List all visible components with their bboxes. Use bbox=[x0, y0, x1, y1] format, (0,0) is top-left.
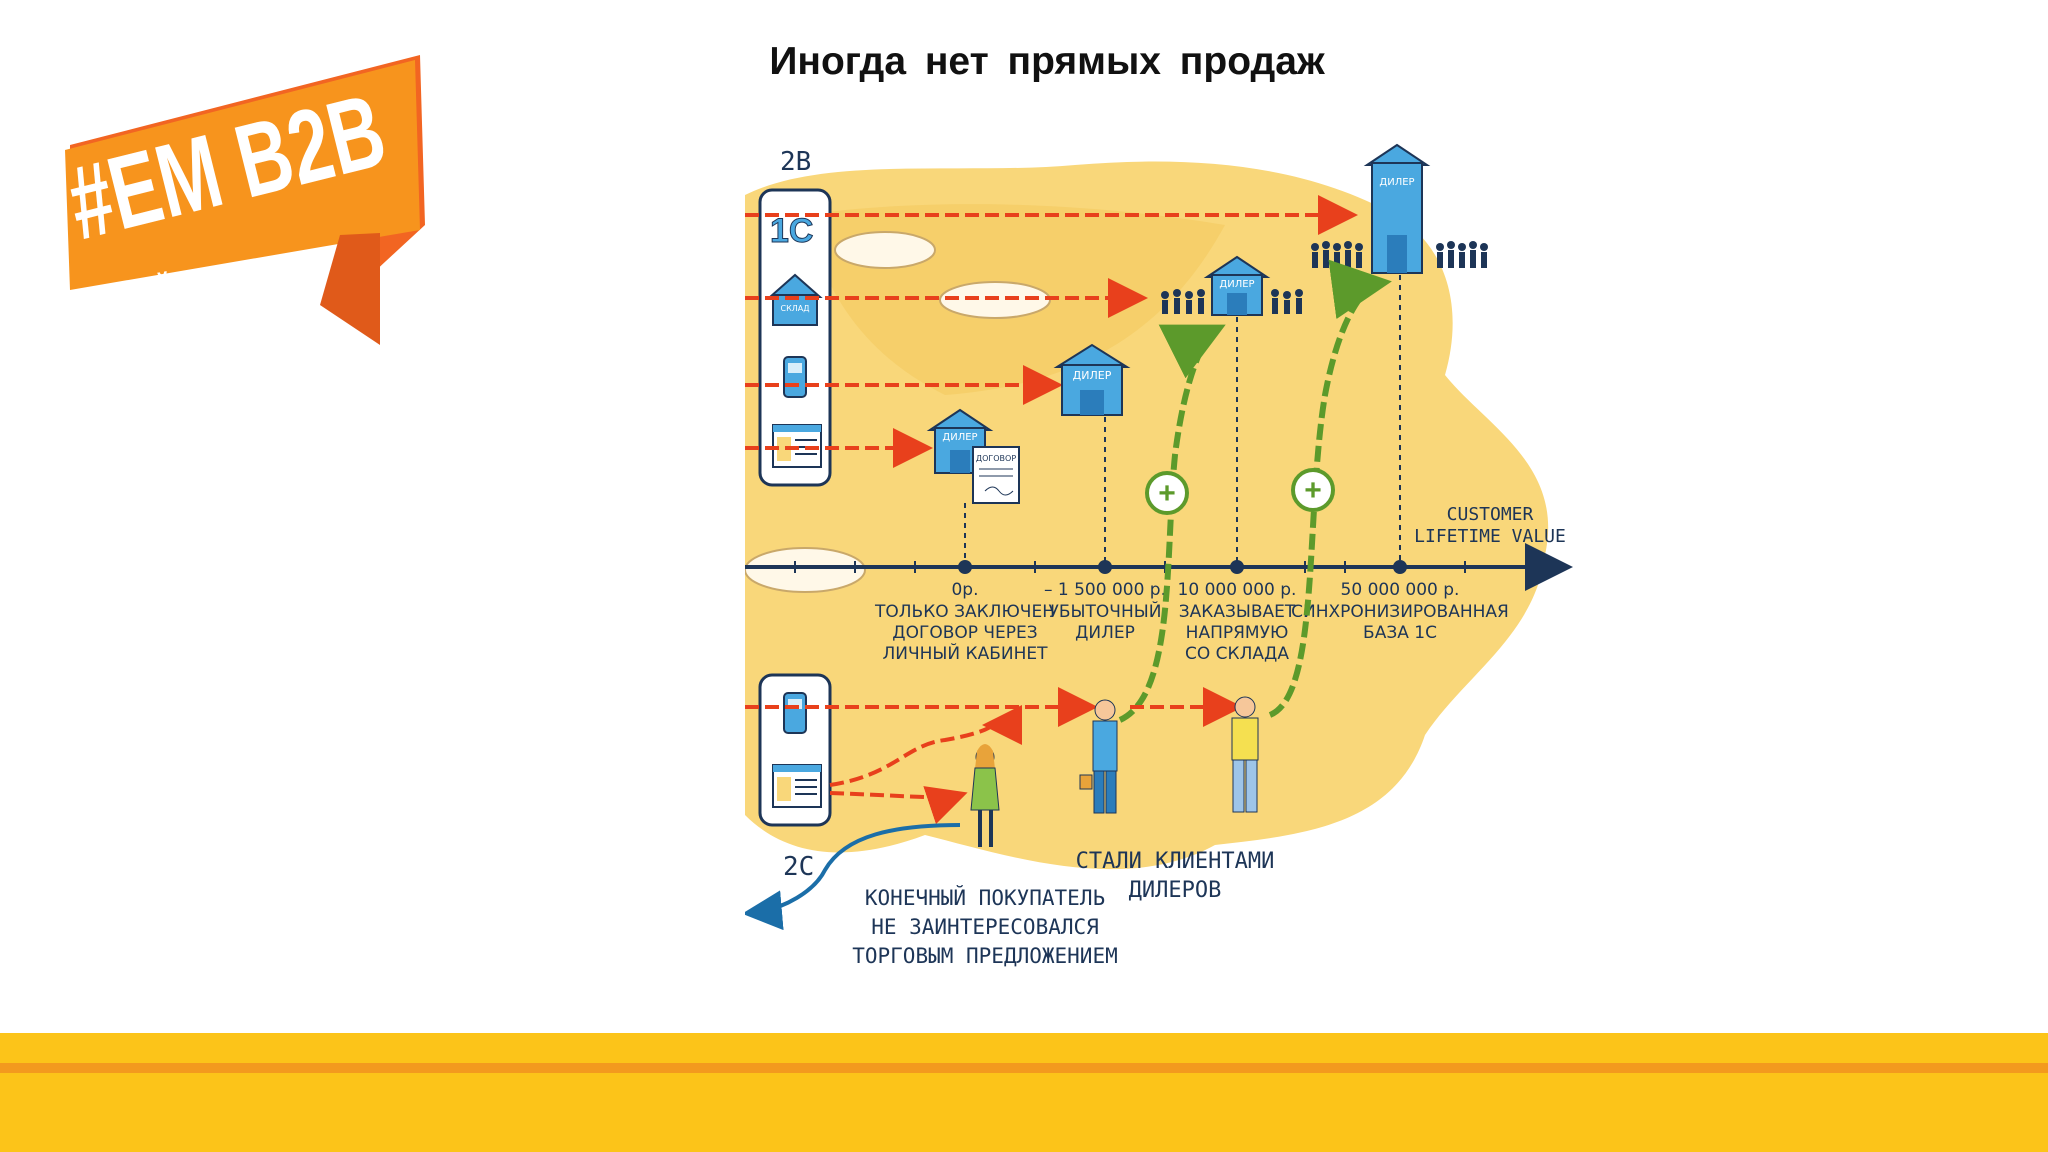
svg-text:ДИЛЕР: ДИЛЕР bbox=[942, 432, 977, 443]
logo-banner-fold bbox=[320, 233, 380, 345]
footer-band bbox=[0, 1033, 2048, 1152]
svg-text:ДИЛЕР: ДИЛЕР bbox=[1075, 623, 1135, 643]
clients-caption-1: СТАЛИ КЛИЕНТАМИ bbox=[1076, 849, 1275, 874]
dealer-man-suit-figure bbox=[1079, 699, 1118, 814]
svg-text:+: + bbox=[1158, 477, 1176, 510]
channels-2b-panel bbox=[758, 188, 832, 487]
milestone-0: 0р. ТОЛЬКО ЗАКЛЮЧЕН ДОГОВОР ЧЕРЕЗ ЛИЧНЫЙ… bbox=[874, 580, 1055, 664]
icon-1c: 1С bbox=[770, 212, 813, 250]
logo-banner bbox=[65, 60, 420, 290]
lost-buyer-arrow bbox=[745, 823, 961, 931]
buyer-woman-figure bbox=[970, 744, 1000, 847]
slide-title: Иногда нет прямых продаж bbox=[769, 40, 1325, 83]
axis-title-line1: CUSTOMER bbox=[1447, 504, 1534, 525]
svg-text:СИНХРОНИЗИРОВАННАЯ: СИНХРОНИЗИРОВАННАЯ bbox=[1291, 602, 1509, 622]
conference-logo: #EM B2B ОНЛАЙН- КОНФЕРЕНЦИЯ bbox=[60, 55, 425, 345]
milestone-value: 10 000 000 р. bbox=[1178, 580, 1297, 600]
svg-text:ЗАКАЗЫВАЕТ: ЗАКАЗЫВАЕТ bbox=[1179, 602, 1296, 622]
svg-text:УБЫТОЧНЫЙ: УБЫТОЧНЫЙ bbox=[1049, 600, 1162, 622]
channel-arrows-2b bbox=[745, 195, 1358, 468]
svg-text:ДИЛЕР: ДИЛЕР bbox=[1219, 279, 1254, 290]
milestone-dot bbox=[1098, 560, 1112, 574]
svg-text:ДИЛЕР: ДИЛЕР bbox=[1379, 177, 1414, 188]
milestone-1: – 1 500 000 р. УБЫТОЧНЫЙ ДИЛЕР bbox=[1044, 580, 1166, 643]
buyer-caption-2: НЕ ЗАИНТЕРЕСОВАЛСЯ bbox=[871, 915, 1099, 939]
channel-arrows-2c bbox=[745, 687, 1243, 825]
dealer-house-warehouse: ДИЛЕР bbox=[1203, 255, 1271, 316]
plus-badge: + bbox=[1145, 471, 1189, 515]
milestone-value: 0р. bbox=[951, 580, 978, 600]
milestone-dot bbox=[1393, 560, 1407, 574]
cloud bbox=[745, 547, 866, 593]
svg-text:ЛИЧНЫЙ КАБИНЕТ: ЛИЧНЫЙ КАБИНЕТ bbox=[882, 642, 1048, 664]
sales-diagram: 2B 1С СКЛАД ДИЛЕР ДОГОВОР bbox=[745, 143, 1573, 968]
webpage-icon bbox=[772, 764, 822, 808]
buyer-caption-1: КОНЕЧНЫЙ ПОКУПАТЕЛЬ bbox=[865, 885, 1105, 910]
footer-stripe bbox=[0, 1063, 2048, 1073]
svg-text:ТОЛЬКО ЗАКЛЮЧЕН: ТОЛЬКО ЗАКЛЮЧЕН bbox=[874, 602, 1055, 622]
dealer-tower-1c: ДИЛЕР bbox=[1363, 143, 1431, 274]
dealer-man-casual-figure bbox=[1231, 696, 1259, 813]
milestone-3: 50 000 000 р. СИНХРОНИЗИРОВАННАЯ БАЗА 1С bbox=[1291, 580, 1509, 643]
svg-text:+: + bbox=[1304, 474, 1322, 507]
label-2b: 2B bbox=[780, 147, 811, 177]
dealer-house-loss: ДИЛЕР bbox=[1053, 343, 1131, 416]
phone-icon bbox=[783, 692, 807, 734]
phone-icon bbox=[783, 356, 807, 398]
growth-arrow-2 bbox=[1268, 259, 1392, 718]
svg-text:ДИЛЕР: ДИЛЕР bbox=[1073, 369, 1112, 382]
label-2c: 2C bbox=[783, 852, 814, 882]
axis-title-line2: LIFETIME VALUE bbox=[1414, 526, 1566, 547]
buyer-caption-3: ТОРГОВЫМ ПРЕДЛОЖЕНИЕМ bbox=[852, 944, 1118, 968]
plus-badge: + bbox=[1291, 468, 1335, 512]
svg-text:НАПРЯМУЮ: НАПРЯМУЮ bbox=[1186, 623, 1289, 643]
svg-text:СО СКЛАДА: СО СКЛАДА bbox=[1185, 644, 1289, 664]
axis-ticks bbox=[794, 561, 1466, 573]
crowd-icon bbox=[1161, 289, 1303, 314]
svg-text:ДОГОВОР ЧЕРЕЗ: ДОГОВОР ЧЕРЕЗ bbox=[892, 623, 1037, 643]
warehouse-label: СКЛАД bbox=[780, 304, 809, 313]
milestone-guides bbox=[964, 275, 1401, 567]
clients-caption-2: ДИЛЕРОВ bbox=[1129, 878, 1222, 903]
milestone-value: 50 000 000 р. bbox=[1341, 580, 1460, 600]
contract-label: ДОГОВОР bbox=[976, 454, 1017, 463]
milestone-value: – 1 500 000 р. bbox=[1044, 580, 1166, 600]
cloud bbox=[834, 231, 936, 269]
milestone-2: 10 000 000 р. ЗАКАЗЫВАЕТ НАПРЯМУЮ СО СКЛ… bbox=[1178, 580, 1297, 664]
svg-text:БАЗА 1С: БАЗА 1С bbox=[1363, 623, 1437, 643]
milestone-dot bbox=[958, 560, 972, 574]
contract-document-icon: ДОГОВОР bbox=[972, 446, 1020, 504]
milestone-dot bbox=[1230, 560, 1244, 574]
